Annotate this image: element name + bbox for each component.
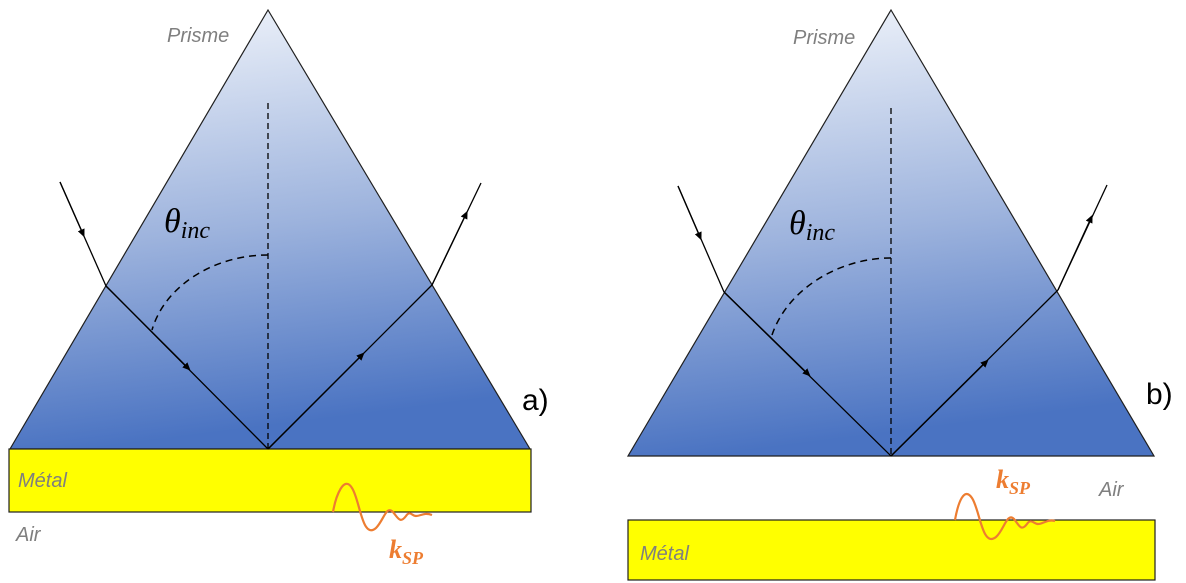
reflected-outside-arrow-b: [1057, 214, 1093, 291]
prism-label-b: Prisme: [793, 27, 855, 49]
panel-label-a: a): [522, 384, 549, 417]
reflected-outside-arrow-a: [431, 210, 468, 286]
wavevector-label-a: kSP: [389, 535, 424, 568]
prism-label-a: Prisme: [167, 25, 229, 47]
incident-inside-arrow-b: [723, 291, 811, 377]
prism-a: [8, 8, 532, 450]
reflected-inside-arrow-b: [890, 359, 989, 457]
incidence-angle-label-b: θinc: [789, 205, 835, 246]
panel-b: Prisme θinc kSP Air Métal b): [626, 8, 1173, 581]
metal-layer-a: [8, 448, 532, 513]
wavevector-label-b: kSP: [996, 465, 1031, 498]
incidence-angle-arc-b: [771, 257, 892, 336]
metal-label-a: Métal: [18, 470, 67, 492]
incidence-angle-arc-a: [151, 254, 269, 331]
panel-a: Prisme θinc Métal Air kSP a): [8, 8, 549, 568]
panel-label-b: b): [1146, 378, 1173, 411]
incidence-angle-label-a: θinc: [164, 203, 210, 244]
metal-label-b: Métal: [640, 543, 689, 565]
air-label-a: Air: [15, 524, 42, 546]
plasmon-wave-a: [331, 482, 433, 532]
incident-arrow-b: [677, 185, 702, 241]
incident-arrow-a: [59, 181, 85, 238]
metal-layer-b: [627, 519, 1156, 581]
plasmon-wave-b: [953, 492, 1056, 541]
air-label-b: Air: [1098, 479, 1125, 501]
incident-inside-arrow-a: [105, 285, 191, 371]
reflected-inside-arrow-a: [267, 352, 365, 450]
